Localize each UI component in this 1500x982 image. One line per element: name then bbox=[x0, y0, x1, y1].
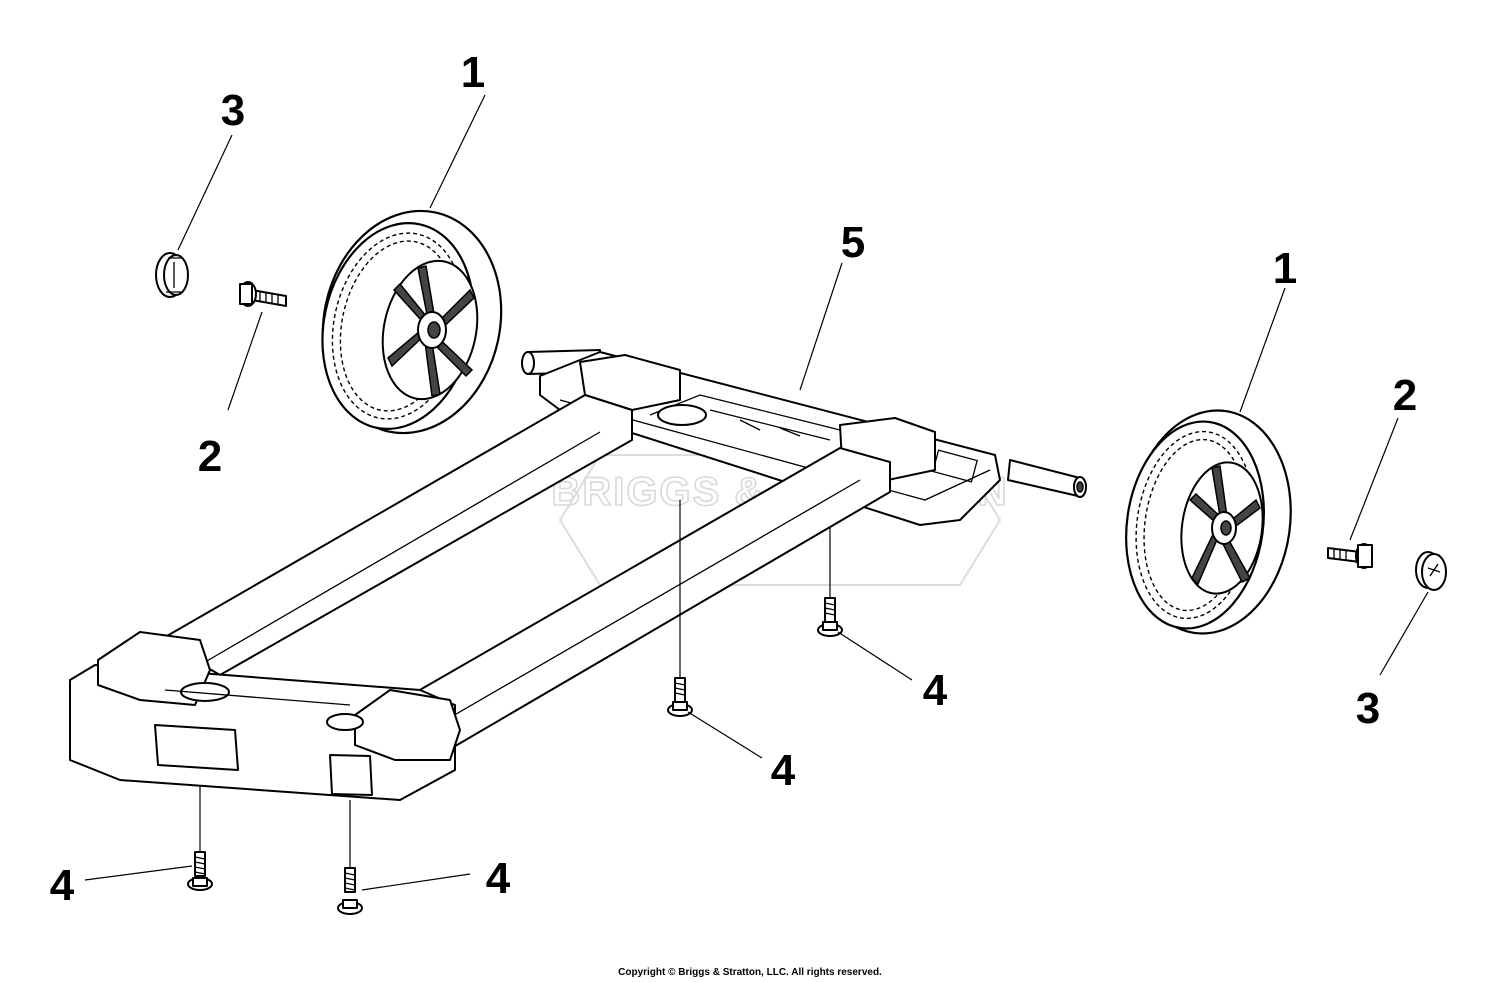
callout-4-rear-screw: 4 bbox=[923, 666, 948, 715]
hubcap-left bbox=[155, 252, 189, 298]
screw-front-left bbox=[187, 851, 213, 891]
bolt-right bbox=[1327, 543, 1373, 569]
copyright-notice: Copyright © Briggs & Stratton, LLC. All … bbox=[618, 967, 882, 978]
callout-4-front-right-screw: 4 bbox=[486, 854, 511, 903]
bolt-left bbox=[239, 281, 287, 307]
hubcap-right bbox=[1415, 551, 1447, 591]
leader-lines bbox=[84, 94, 1429, 891]
front-block-right bbox=[354, 689, 461, 761]
callout-1-left-wheel: 1 bbox=[461, 48, 485, 97]
screw-rear bbox=[817, 597, 843, 637]
callout-1-right-wheel: 1 bbox=[1273, 244, 1297, 293]
rear-axle-stub-right bbox=[1007, 459, 1081, 497]
callout-4-front-left-screw: 4 bbox=[50, 861, 75, 910]
callout-5-frame: 5 bbox=[841, 218, 865, 267]
callout-2-left-bolt: 2 bbox=[198, 432, 222, 481]
screw-middle bbox=[667, 677, 693, 717]
callout-2-right-bolt: 2 bbox=[1393, 371, 1417, 420]
callout-3-left-hubcap: 3 bbox=[221, 86, 245, 135]
screw-front-right bbox=[337, 867, 363, 915]
front-handle-grip bbox=[154, 724, 239, 771]
callout-4-middle-screw: 4 bbox=[771, 746, 796, 795]
wheel-left bbox=[321, 209, 503, 435]
callout-labels: 1 1 2 2 3 3 4 4 4 4 5 bbox=[50, 48, 1417, 910]
wheel-frame-assembly bbox=[69, 349, 1087, 870]
wheel-right bbox=[1125, 409, 1292, 635]
callout-3-right-hubcap: 3 bbox=[1356, 684, 1380, 733]
